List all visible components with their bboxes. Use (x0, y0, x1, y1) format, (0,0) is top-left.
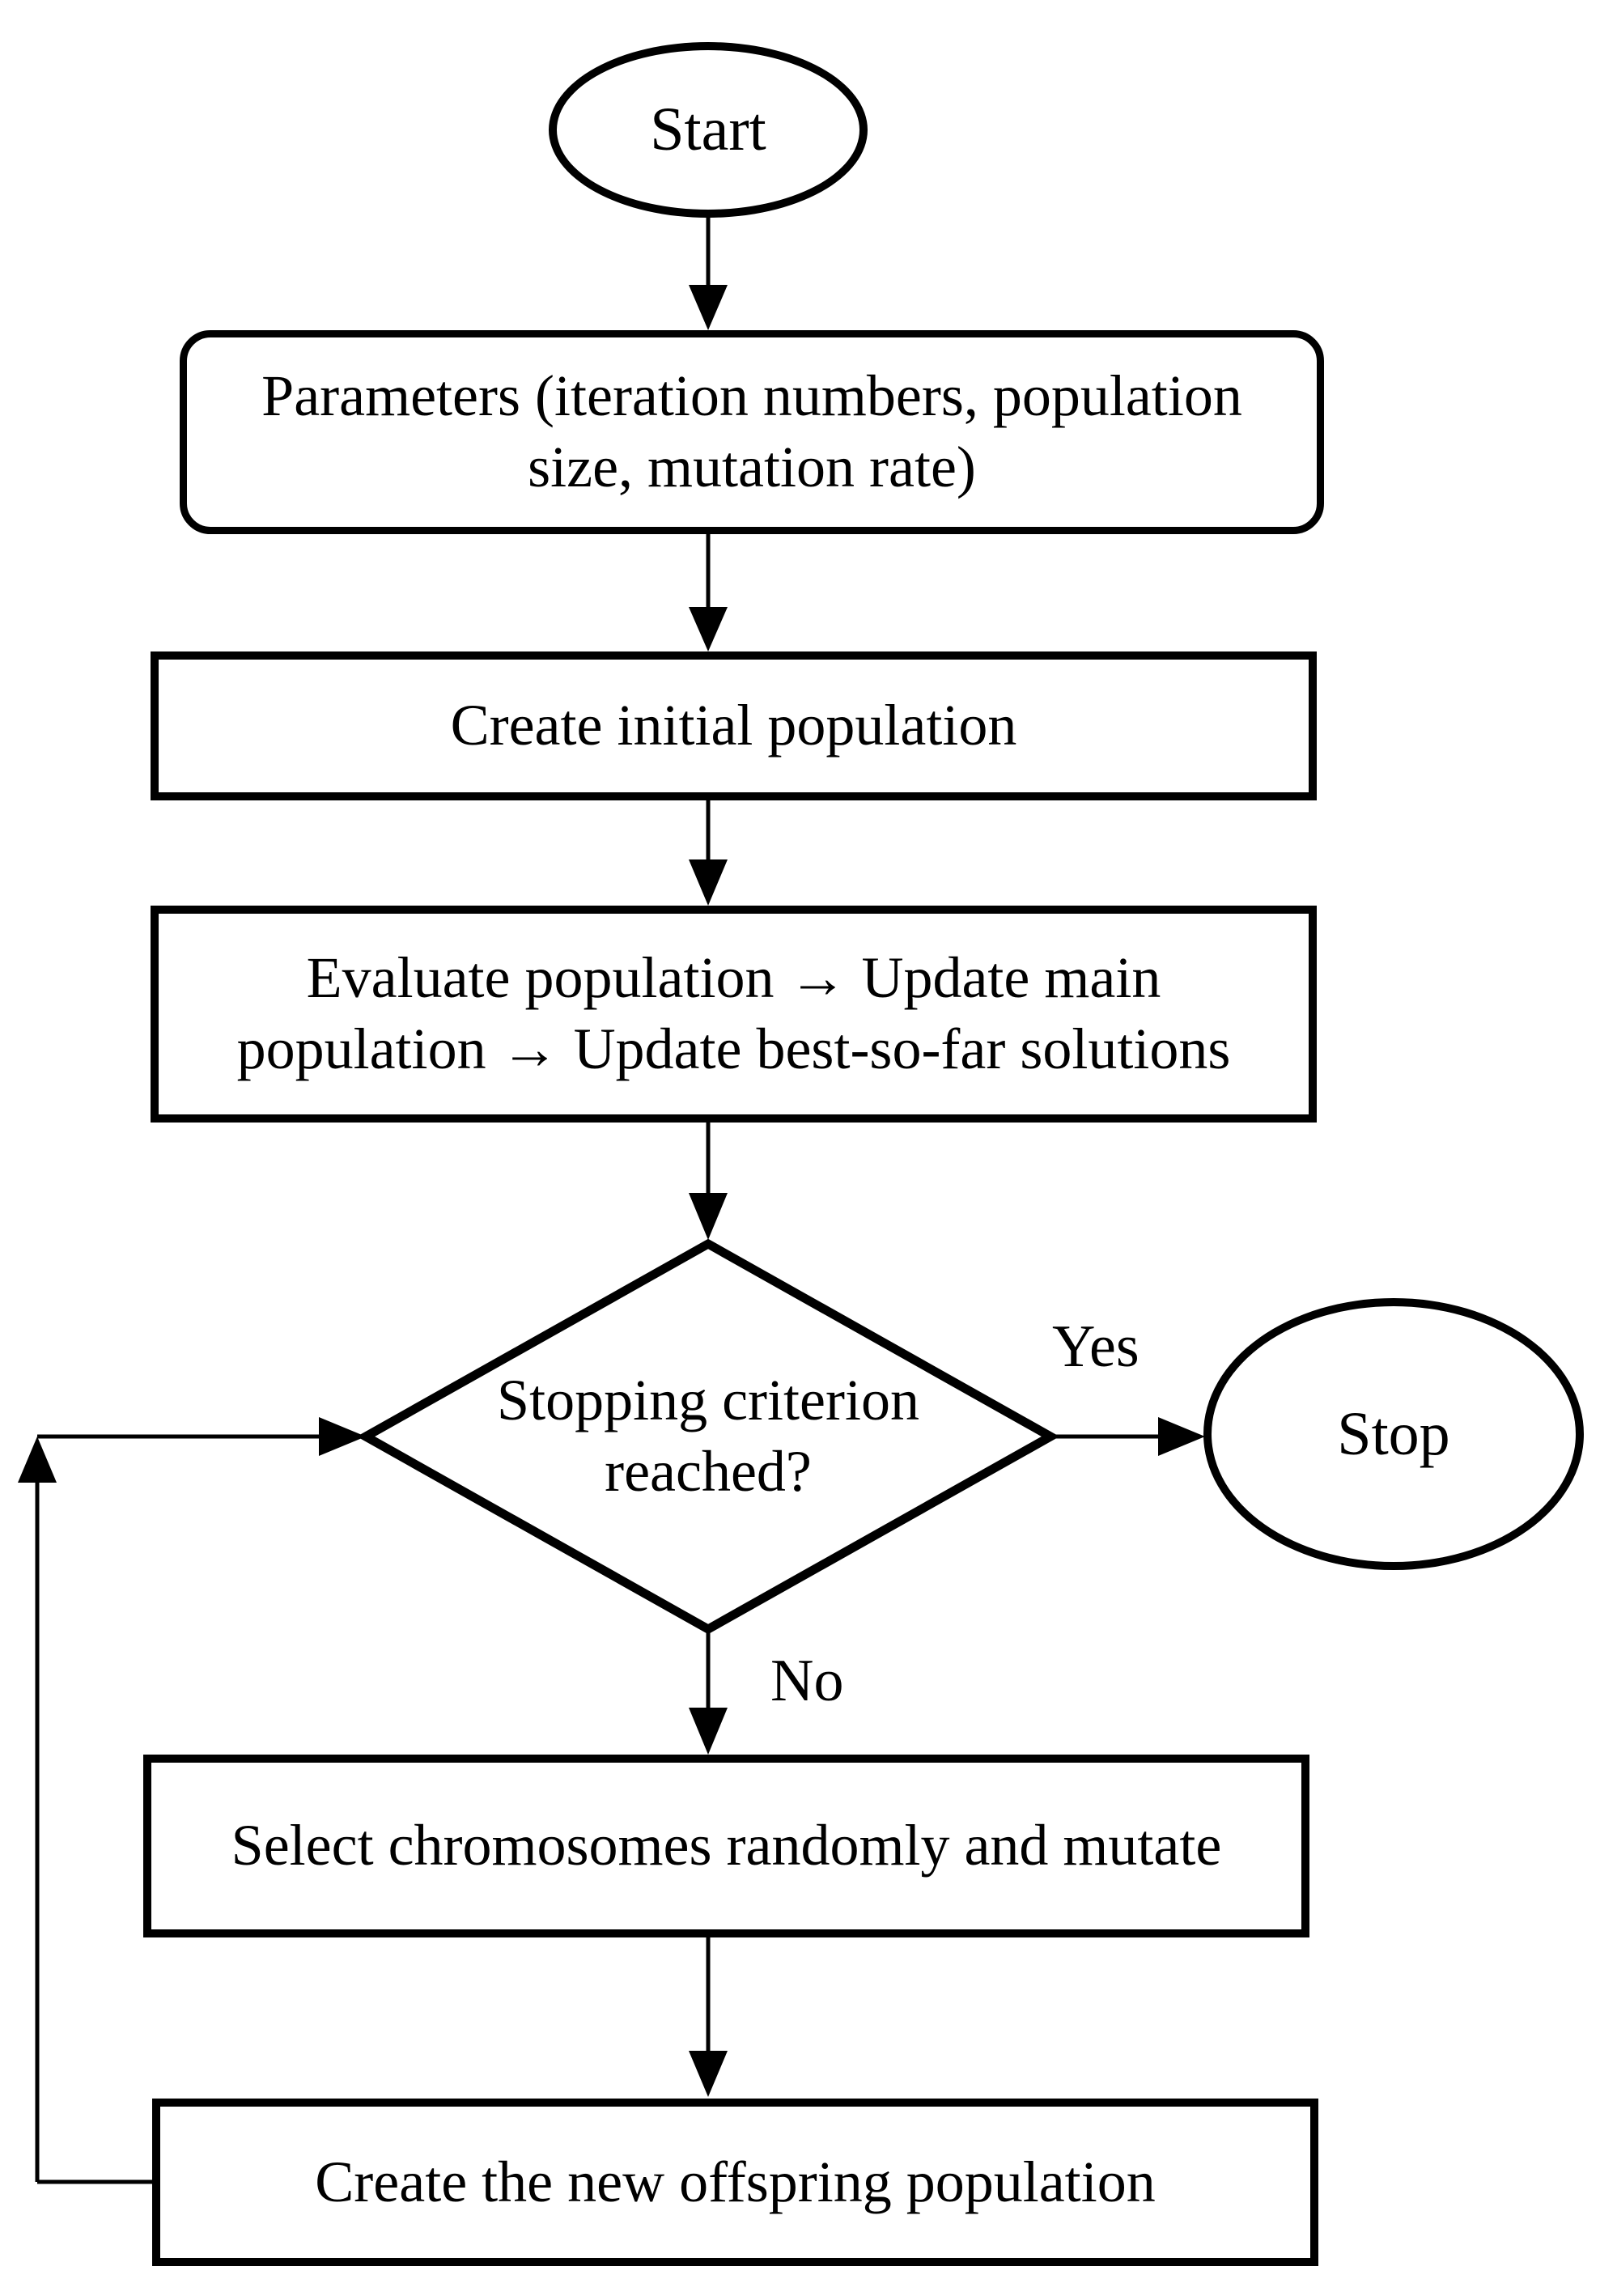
edge-label-no: No (770, 1648, 844, 1714)
node-create-initial: Create initial population (151, 651, 1317, 800)
node-decision: Stopping criterion reached? (384, 1327, 1032, 1546)
node-offspring-label: Create the new offspring population (315, 2149, 1156, 2214)
arrowhead-start-parameters (689, 285, 728, 330)
arrowhead-decision-select (689, 1708, 728, 1755)
node-select-mutate: Select chromosomes randomly and mutate (143, 1755, 1309, 1937)
arrowhead-evaluate-decision (689, 1193, 728, 1240)
arrowhead-loop-decision (319, 1417, 366, 1456)
node-evaluate-label: Evaluate population → Update main popula… (236, 945, 1231, 1081)
node-stop: Stop (1203, 1298, 1584, 1570)
arrowhead-create-evaluate (689, 859, 728, 906)
edge-label-yes: Yes (1052, 1314, 1140, 1380)
node-parameters-label: Parameters (iteration numbers, populatio… (261, 363, 1242, 499)
node-create-initial-label: Create initial population (450, 693, 1017, 758)
arrowhead-loop-up (18, 1437, 57, 1483)
arrowhead-select-offspring (689, 2051, 728, 2097)
arrowhead-parameters-create (689, 607, 728, 651)
node-decision-label: Stopping criterion reached? (497, 1368, 919, 1504)
node-parameters: Parameters (iteration numbers, populatio… (180, 330, 1324, 534)
arrowhead-decision-stop (1158, 1417, 1205, 1456)
node-evaluate: Evaluate population → Update main popula… (151, 906, 1317, 1123)
node-start: Start (549, 42, 868, 218)
node-stop-label: Stop (1337, 1399, 1450, 1468)
node-offspring: Create the new offspring population (152, 2099, 1318, 2266)
node-select-mutate-label: Select chromosomes randomly and mutate (231, 1813, 1222, 1878)
node-start-label: Start (650, 95, 766, 164)
